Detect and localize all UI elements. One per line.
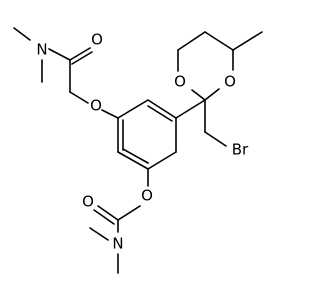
bond [122,148,149,164]
bond [232,31,263,51]
bond [147,151,177,170]
bond [177,31,206,51]
bond [204,88,220,101]
atom-label-br: Br [232,141,249,159]
bond [93,209,115,225]
bond [204,131,227,147]
atom-label-o: O [174,73,186,91]
bond [191,89,206,101]
bond [117,99,149,119]
atom-label-o: O [91,31,103,49]
bond [117,205,141,221]
bond [204,31,234,51]
atom-label-n: N [36,41,47,59]
atom-label-o: O [224,73,236,91]
bond [71,51,93,65]
bond [69,47,91,61]
atom-label-o: O [82,193,94,211]
bond-lines [13,27,263,274]
bond [69,91,89,104]
molecule-diagram: N O O O O Br O O N [13,27,263,274]
bond [147,105,173,122]
bond [175,99,206,119]
bond [13,27,31,41]
bond [48,48,71,61]
atom-label-n: N [112,235,123,253]
bond [97,205,119,221]
bond [101,109,119,119]
atom-labels: N O O O O Br O O N [36,31,249,253]
atom-label-o: O [90,97,102,115]
bond [147,99,177,119]
bond [89,227,109,241]
atom-label-o: O [141,187,153,205]
bond [117,151,149,170]
